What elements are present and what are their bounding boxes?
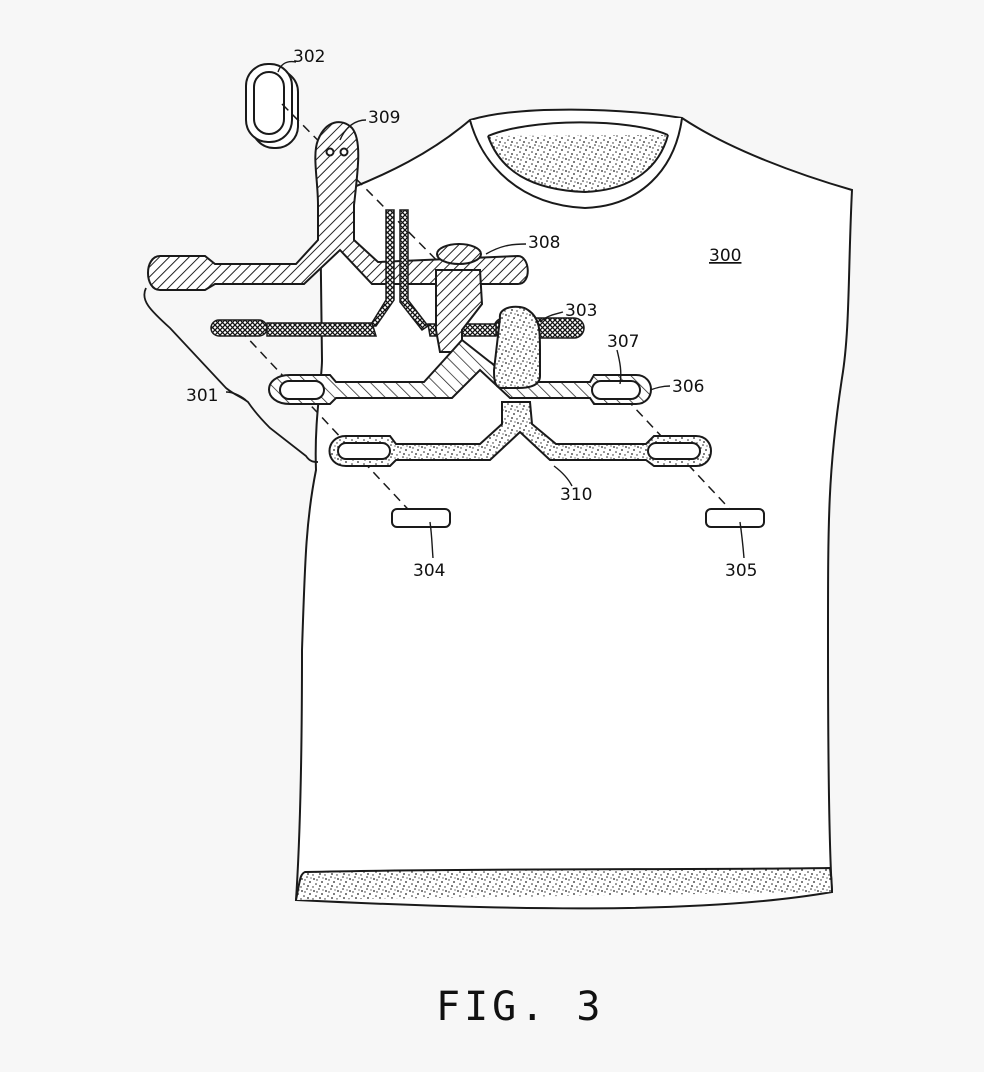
layer-308-trace bbox=[147, 121, 529, 291]
label-303: 303 bbox=[565, 301, 597, 321]
layer-303-pad bbox=[492, 305, 541, 389]
figure-caption: FIG. 3 bbox=[436, 984, 605, 1030]
electrode-305 bbox=[705, 508, 765, 528]
layer-310-trace bbox=[328, 401, 712, 467]
harness-bracket-301 bbox=[143, 287, 319, 463]
shirt-garment bbox=[294, 108, 854, 910]
reference-labels: 302 309 308 300 303 307 306 301 310 304 … bbox=[186, 47, 757, 581]
label-308: 308 bbox=[528, 233, 560, 253]
controller-302 bbox=[245, 63, 299, 149]
label-302: 302 bbox=[293, 47, 325, 67]
label-310: 310 bbox=[560, 485, 592, 505]
label-301: 301 bbox=[186, 386, 218, 406]
electrodes bbox=[391, 508, 765, 528]
label-309: 309 bbox=[368, 108, 400, 128]
label-300: 300 bbox=[709, 246, 741, 266]
label-307: 307 bbox=[607, 332, 639, 352]
electrode-304 bbox=[391, 508, 451, 528]
label-305: 305 bbox=[725, 561, 757, 581]
label-304: 304 bbox=[413, 561, 445, 581]
label-306: 306 bbox=[672, 377, 704, 397]
leader-lines bbox=[225, 60, 745, 559]
